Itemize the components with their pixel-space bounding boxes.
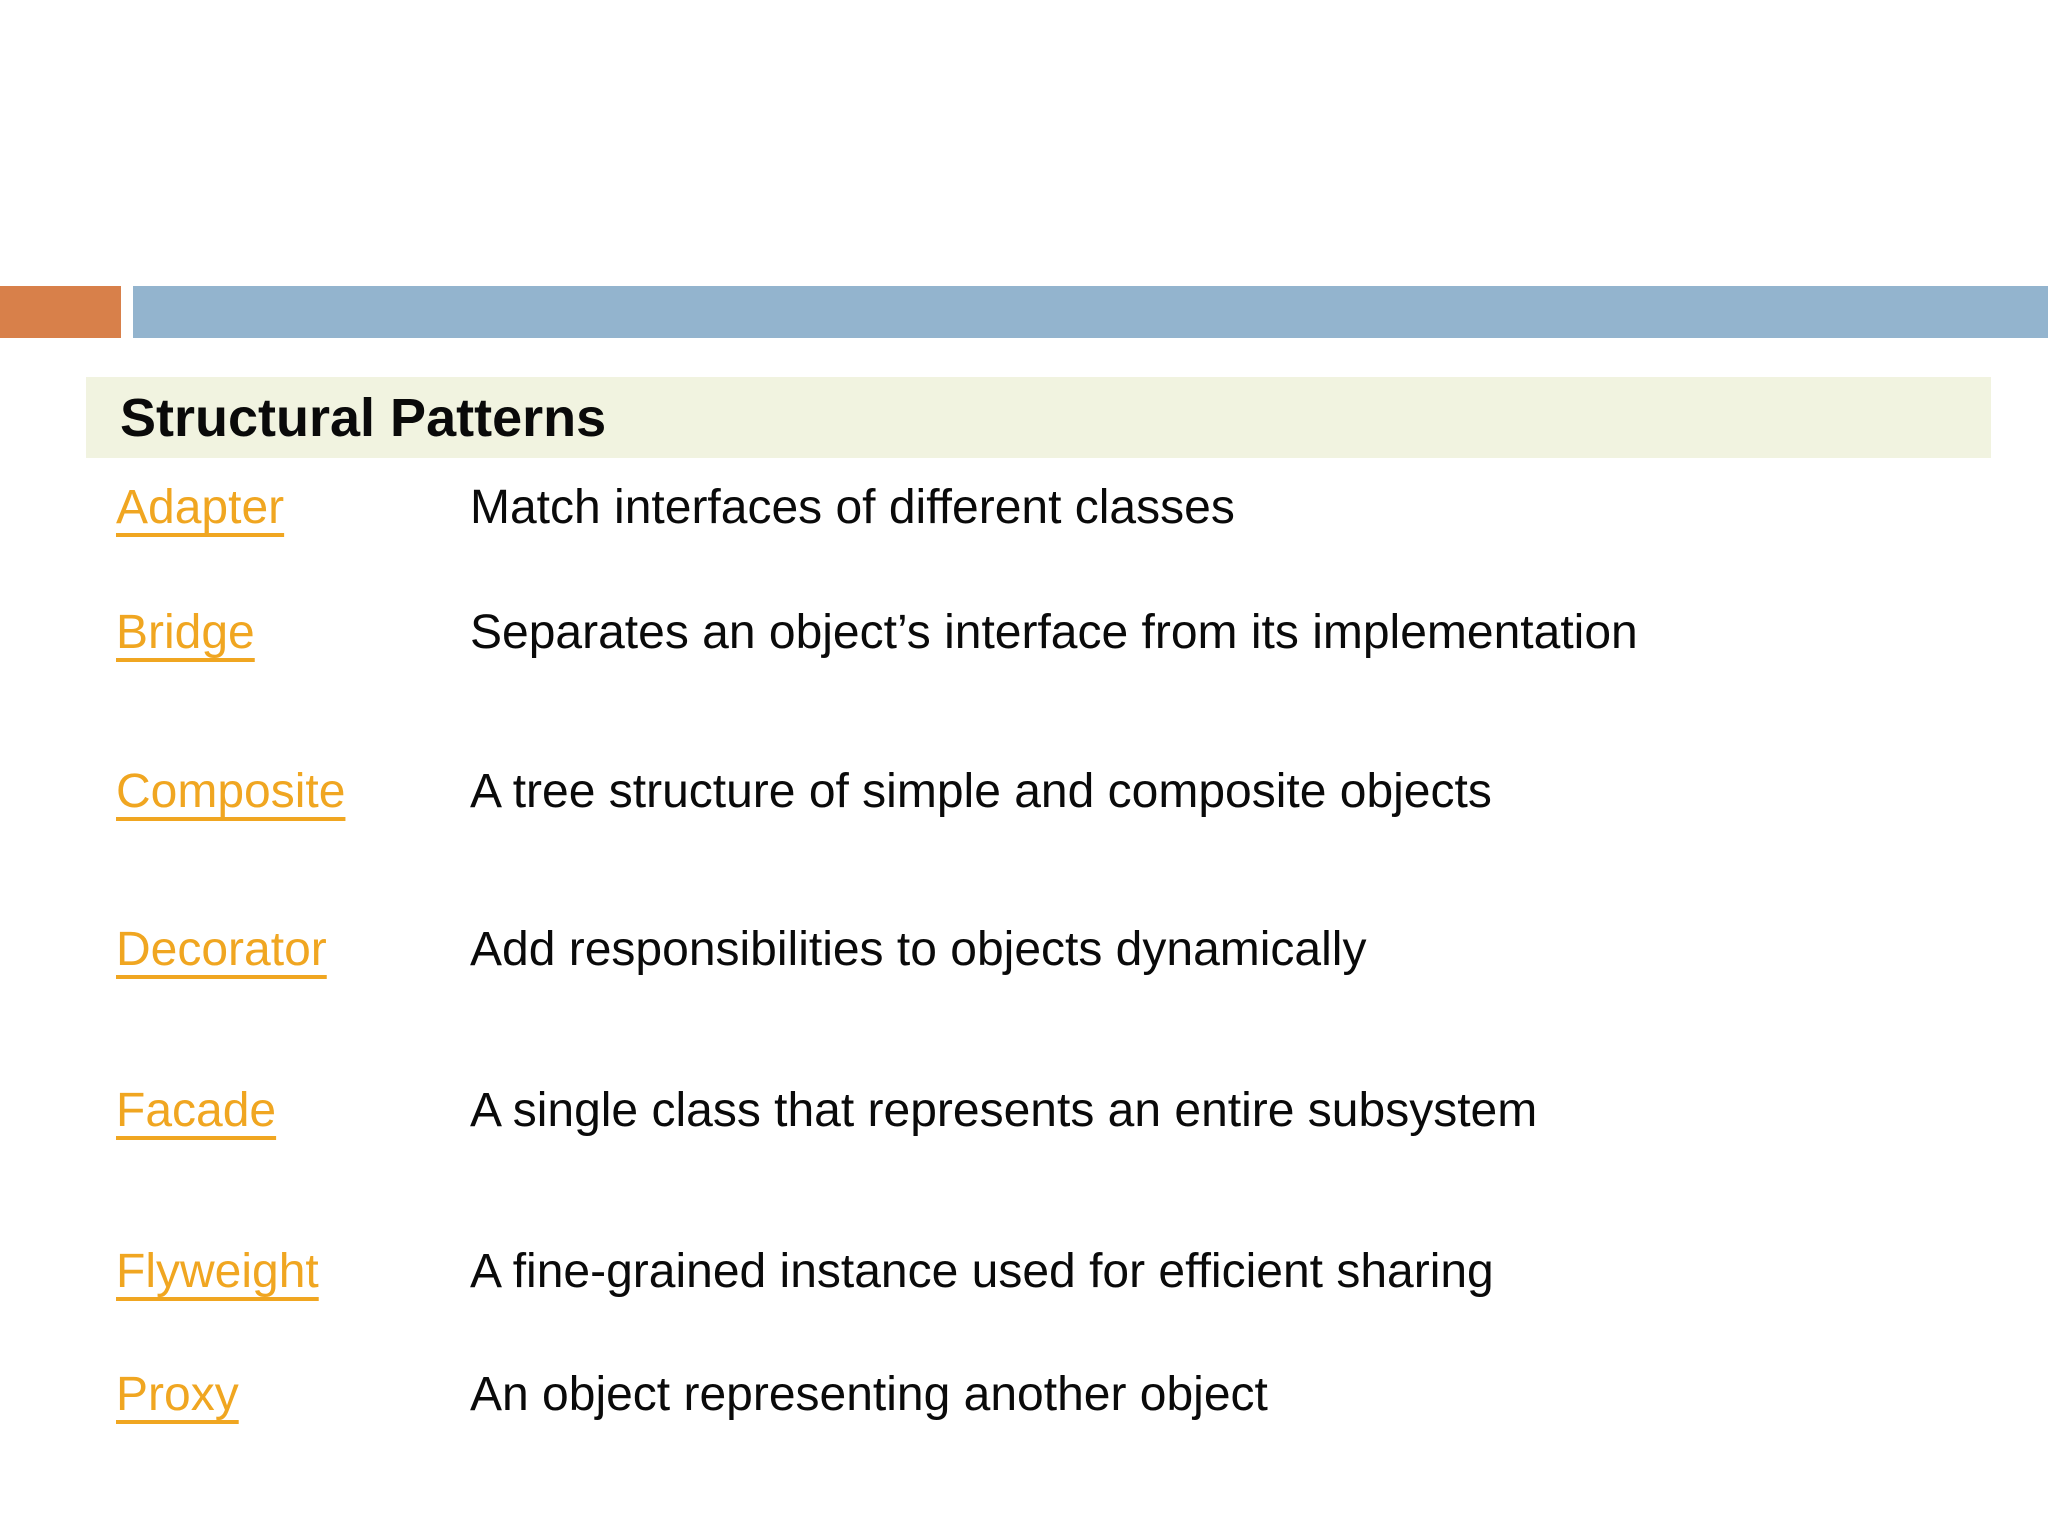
pattern-description-facade: A single class that represents an entire…: [470, 1084, 1538, 1137]
pattern-row-composite: Composite A tree structure of simple and…: [116, 766, 2016, 818]
pattern-link-facade[interactable]: Facade: [116, 1084, 277, 1137]
pattern-row-adapter: Adapter Match interfaces of different cl…: [116, 482, 2016, 534]
blue-accent-bar: [133, 286, 2048, 338]
pattern-description-bridge: Separates an object’s interface from its…: [470, 606, 1638, 659]
orange-accent-bar: [0, 286, 121, 338]
pattern-link-flyweight[interactable]: Flyweight: [116, 1245, 319, 1298]
pattern-row-bridge: Bridge Separates an object’s interface f…: [116, 607, 2016, 659]
pattern-description-adapter: Match interfaces of different classes: [470, 481, 1235, 534]
slide-title: Structural Patterns: [120, 387, 607, 448]
pattern-link-bridge[interactable]: Bridge: [116, 606, 255, 659]
pattern-link-composite[interactable]: Composite: [116, 765, 346, 818]
pattern-link-decorator[interactable]: Decorator: [116, 923, 327, 976]
pattern-link-adapter[interactable]: Adapter: [116, 481, 285, 534]
pattern-description-flyweight: A fine-grained instance used for efficie…: [470, 1245, 1494, 1298]
pattern-row-proxy: Proxy An object representing another obj…: [116, 1369, 2016, 1421]
pattern-row-facade: Facade A single class that represents an…: [116, 1085, 2016, 1137]
pattern-row-flyweight: Flyweight A fine-grained instance used f…: [116, 1246, 2016, 1298]
pattern-link-proxy[interactable]: Proxy: [116, 1368, 239, 1421]
pattern-row-decorator: Decorator Add responsibilities to object…: [116, 924, 2016, 976]
slide-header: Structural Patterns: [86, 377, 1991, 458]
pattern-description-proxy: An object representing another object: [470, 1368, 1268, 1421]
pattern-description-composite: A tree structure of simple and composite…: [470, 765, 1492, 818]
pattern-description-decorator: Add responsibilities to objects dynamica…: [470, 923, 1367, 976]
